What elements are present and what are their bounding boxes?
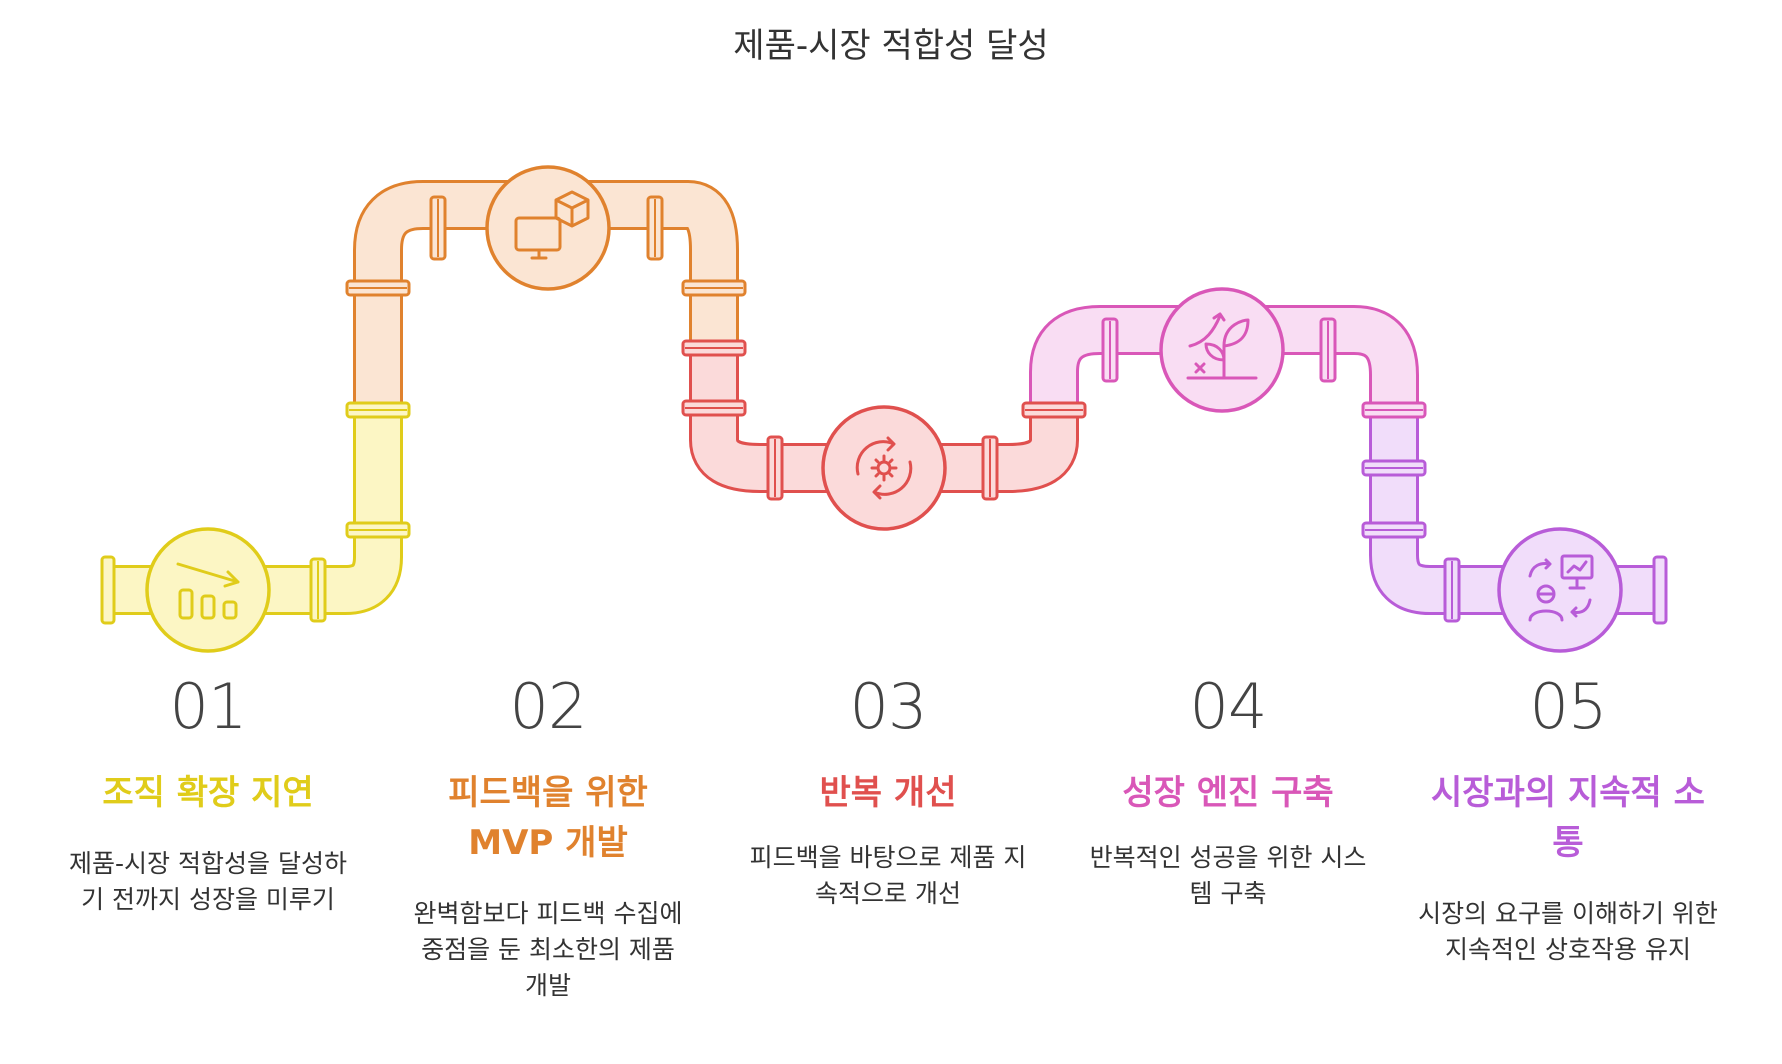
- step-3-description: 피드백을 바탕으로 제품 지속적으로 개선: [749, 843, 1027, 908]
- cycle-gear-icon: [855, 436, 913, 500]
- trend-arrow: [176, 562, 240, 588]
- step-2-icon-circle: [485, 165, 611, 291]
- step-3-heading: 반복 개선: [819, 773, 957, 813]
- leaf: [1222, 318, 1250, 348]
- pipe-end-cap-left: [100, 555, 116, 625]
- cube: [554, 190, 590, 228]
- step-4-icon-circle: [1159, 287, 1285, 413]
- gear-center: [876, 460, 892, 476]
- step-1-icon-circle: [145, 527, 271, 653]
- pipe-segment-2: [356, 183, 736, 412]
- board-chart: [1566, 560, 1588, 590]
- person-body: [1528, 592, 1564, 622]
- step-1-heading: 조직 확장 지연: [102, 773, 314, 813]
- declining-bar-chart-icon: [176, 562, 240, 620]
- growing-plant-icon: [1186, 312, 1258, 380]
- step-3-icon-circle: [821, 405, 947, 531]
- step-2-number: 02: [509, 670, 588, 743]
- cycle-arrow-top: [855, 436, 896, 476]
- step-3-circle: [821, 405, 947, 531]
- monitor-stand: [530, 248, 548, 260]
- step-5-circle: [1497, 527, 1623, 653]
- step-4-heading: 성장 엔진 구축: [1122, 773, 1334, 813]
- step-3-number: 03: [849, 670, 928, 743]
- pipe-end-cap-right: [1652, 555, 1668, 625]
- step-5-description: 시장의 요구를 이해하기 위한 지속적인 상호작용 유지: [1418, 899, 1718, 964]
- small-leaf: [1204, 342, 1226, 362]
- step-1-number: 01: [169, 670, 248, 743]
- person-head: [1536, 584, 1556, 604]
- pipe-segment-1: [108, 412, 400, 612]
- bar-3: [222, 600, 238, 620]
- bar-1: [178, 588, 194, 620]
- exchange-arrow-top: [1528, 558, 1552, 578]
- step-2-circle: [485, 165, 611, 291]
- page-title: 제품-시장 적합성 달성: [733, 26, 1049, 66]
- exchange-arrow-bottom: [1570, 598, 1592, 618]
- cycle-arrow-bottom: [872, 460, 913, 500]
- step-5-icon-circle: [1497, 527, 1623, 653]
- gear-teeth: [870, 454, 898, 482]
- step-5-heading: 시장과의 지속적 소통: [1431, 773, 1705, 863]
- bar-2: [200, 594, 216, 620]
- step-1-description: 제품-시장 적합성을 달성하기 전까지 성장을 미루기: [69, 849, 347, 914]
- growth-arrow: [1188, 312, 1226, 348]
- step-4-description: 반복적인 성공을 위한 시스템 구축: [1089, 843, 1367, 908]
- pipe-segment-5: [1372, 412, 1660, 612]
- step-5-number: 05: [1529, 670, 1608, 743]
- presentation-exchange-icon: [1528, 554, 1594, 622]
- sparkle: [1194, 362, 1206, 374]
- step-2-description: 완벽함보다 피드백 수집에 중점을 둔 최소한의 제품 개발: [413, 899, 683, 1000]
- step-4-number: 04: [1189, 670, 1268, 743]
- step-1-circle: [145, 527, 271, 653]
- step-2-heading: 피드백을 위한 MVP 개발: [448, 773, 648, 863]
- pipeline-diagram: [100, 165, 1668, 653]
- monitor-cube-icon: [514, 190, 590, 260]
